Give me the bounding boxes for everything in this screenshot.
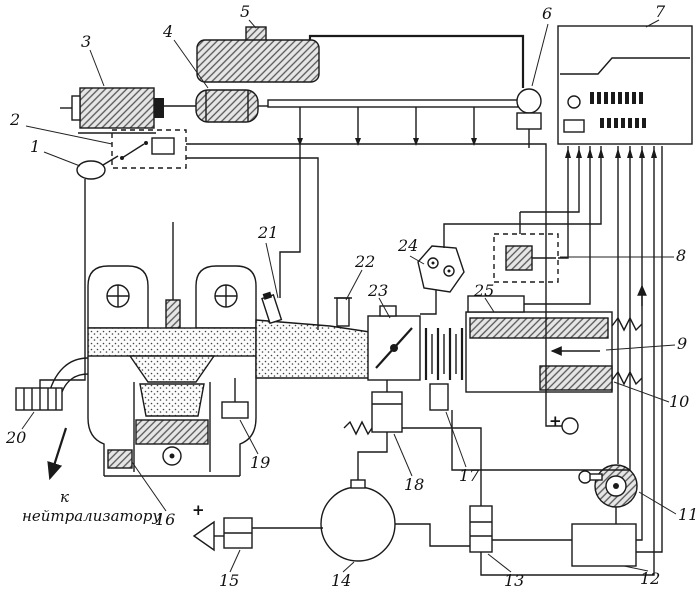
part-label-4: 4: [163, 22, 174, 41]
annotation-line2: нейтрализатору: [22, 506, 162, 525]
part-label-7: 7: [655, 2, 666, 21]
part-label-13: 13: [504, 571, 525, 590]
corrugated-duct: [424, 328, 464, 380]
part-label-15: 15: [219, 571, 240, 590]
plus-sign-left: +: [192, 501, 205, 519]
part-label-5: 5: [240, 2, 251, 21]
piston: [135, 419, 209, 445]
part-label-9: 9: [677, 334, 688, 353]
part-label-1: 1: [30, 137, 41, 156]
part-label-18: 18: [404, 475, 425, 494]
diagnostic-block: [223, 517, 253, 549]
air-temp-sensor: [334, 297, 352, 327]
part-label-2: 2: [10, 110, 21, 129]
wiring: [39, 138, 663, 576]
spark-plug: [165, 299, 181, 329]
annotation-line1: к: [60, 488, 69, 506]
indicator-lamp: [76, 155, 119, 180]
part-label-8: 8: [676, 246, 687, 265]
part-label-17: 17: [459, 466, 480, 485]
part-label-24: 24: [398, 236, 419, 255]
exhaust-annotation: к нейтрализатору: [22, 488, 161, 526]
engine-block: [15, 222, 257, 481]
exhaust-arrow: [47, 427, 68, 481]
ecu: [557, 25, 693, 200]
part-label-22: 22: [355, 252, 376, 271]
part-label-11: 11: [678, 505, 699, 524]
part-label-12: 12: [640, 569, 661, 588]
inline-valve: [469, 505, 493, 553]
throttle-body: [367, 305, 449, 411]
part-label-23: 23: [368, 281, 389, 300]
fuel-filter: [195, 89, 268, 123]
part-label-19: 19: [250, 453, 271, 472]
part-label-6: 6: [542, 4, 553, 23]
ignition-switch: [578, 464, 638, 508]
part-label-14: 14: [331, 571, 352, 590]
battery-terminal: [561, 417, 579, 435]
part-label-20: 20: [6, 428, 27, 447]
fuel-rail: [267, 99, 519, 146]
pressure-regulator: [516, 88, 542, 148]
ecu-connector: [590, 92, 646, 128]
relay-switch: [111, 129, 187, 169]
control-box: [571, 523, 637, 567]
mass-air-flow-sensor: [417, 245, 465, 315]
coolant-temp-sensor: [221, 378, 249, 419]
injector-pins: [297, 138, 477, 146]
filter-element: [469, 317, 609, 339]
part-label-25: 25: [474, 281, 495, 300]
crankshaft-sensor: [107, 449, 133, 469]
air-intake-duct: [539, 365, 613, 391]
idle-air-valve: [343, 380, 403, 436]
oxygen-sensor: [15, 387, 63, 411]
air-filter: [465, 295, 643, 393]
leader-lines: [21, 19, 677, 573]
fuel-tank: [196, 26, 525, 88]
part-label-10: 10: [669, 392, 690, 411]
vacuum-reservoir: [320, 470, 396, 562]
part-label-3: 3: [81, 32, 92, 51]
part-label-16: 16: [155, 510, 176, 529]
main-relay: [493, 212, 559, 283]
throttle-position-sensor: [429, 383, 449, 411]
horn-icon: [192, 520, 224, 552]
key-icon: [578, 470, 603, 484]
fuel-pump: [60, 87, 196, 134]
plus-sign-right: +: [549, 412, 562, 430]
part-label-21: 21: [258, 223, 279, 242]
fuel-injector: [261, 291, 283, 325]
